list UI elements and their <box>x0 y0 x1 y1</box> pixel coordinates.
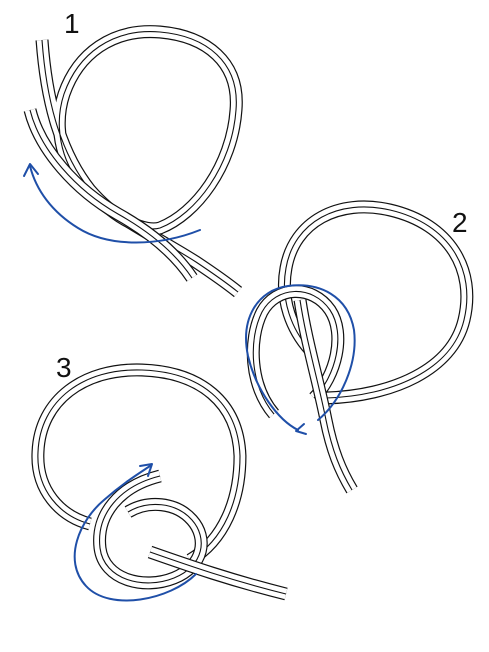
step-2-arrow <box>245 284 356 435</box>
step-1-loop-ribbon <box>35 25 243 298</box>
step-1-arrow <box>23 163 201 244</box>
step-2-illustration <box>245 200 474 494</box>
step-1-illustration <box>23 25 243 298</box>
step-3-tail <box>147 545 288 601</box>
step-2-wrap-loop <box>246 285 345 419</box>
step-3-knot-wrap <box>93 469 208 590</box>
step-1-crossing-end <box>23 108 198 282</box>
step-3-big-loop <box>31 363 247 566</box>
step-3-arrow <box>73 463 197 602</box>
step-2-big-loop <box>277 200 474 405</box>
step-number-2: 2 <box>452 207 468 238</box>
step-number-3: 3 <box>56 352 72 383</box>
step-3-illustration <box>31 363 288 602</box>
step-number-1: 1 <box>64 8 80 39</box>
